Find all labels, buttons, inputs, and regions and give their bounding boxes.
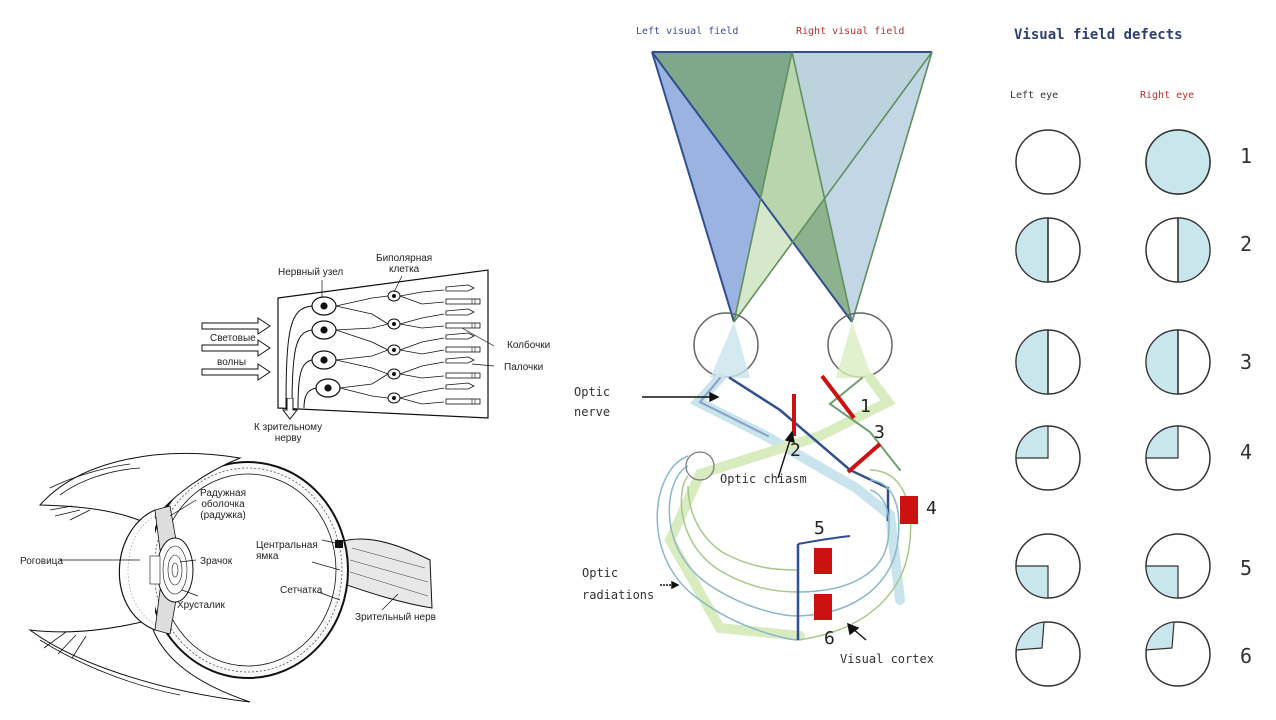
right-visual-field-label: Right visual field [796,26,905,37]
defect-circle-right-1 [1145,129,1211,195]
visual-pathway-diagram: Left visual field Right visual field Opt… [570,0,990,720]
eye-anatomy-panel: Нервный узел Биполярная клетка Световые … [0,0,570,720]
lesion-6 [814,594,832,620]
lesion-4 [900,496,918,524]
label-light-waves-2: волны [217,357,247,368]
left-eye-header: Left eye [1010,90,1059,101]
defect-circle-left-5 [1015,533,1081,599]
defect-circle-right-3 [1145,329,1211,395]
lesions [792,374,918,620]
optic-nerve-label: Optic nerve [574,385,611,419]
defect-circle-left-4 [1015,425,1081,491]
defect-circle-left-2 [1015,217,1081,283]
defects-grid [1015,129,1211,687]
lesion-number-5: 5 [814,518,825,539]
label-nerve-node: Нервный узел [278,267,344,278]
lesion-3 [846,442,882,474]
defect-circle-right-6 [1145,621,1211,687]
lesion-1 [820,374,856,420]
label-bipolar-cell: Биполярная клетка [376,253,433,275]
defect-circle-left-1 [1015,129,1081,195]
retina-inset-diagram [272,268,494,430]
defect-circle-right-4 [1145,425,1211,491]
label-to-optic-nerve: К зрительному нерву [254,422,323,444]
label-cornea: Роговица [20,556,63,567]
right-field-to-right-eye [792,52,932,322]
label-rods: Палочки [504,362,544,373]
label-iris: Радужная оболочка (радужка) [200,488,247,521]
lesion-number-3: 3 [874,422,885,443]
defect-circle-left-6 [1015,621,1081,687]
lesion-5 [814,548,832,574]
visual-field-defects-panel: Visual field defects Left eye Right eye … [990,0,1276,720]
label-optic-nerve-ru: Зрительный нерв [355,612,436,623]
defect-row-number-5: 5 [1240,556,1253,580]
eyeball-cross-section [0,440,440,715]
label-lens: Хрусталик [177,600,225,611]
lesion-number-2: 2 [790,440,801,461]
defect-row-number-6: 6 [1240,644,1253,668]
defects-title: Visual field defects [1014,27,1183,43]
optic-radiations-label: Optic radiations [582,566,655,602]
light-waves-arrows [201,317,271,381]
defect-circle-right-5 [1145,533,1211,599]
defect-row-number-3: 3 [1240,350,1253,374]
visual-cortex-label: Visual cortex [840,652,934,666]
right-eye-header: Right eye [1140,90,1195,101]
left-visual-field-label: Left visual field [636,26,739,37]
label-cones: Колбочки [507,340,551,351]
defect-row-number-1: 1 [1240,144,1253,168]
label-pupil: Зрачок [200,556,233,567]
lesion-number-4: 4 [926,498,937,519]
defect-circle-left-3 [1015,329,1081,395]
defect-row-number-4: 4 [1240,440,1253,464]
defect-row-number-2: 2 [1240,232,1253,256]
to-nerve-arrow [282,398,298,420]
optic-chiasm-label: Optic chiasm [720,472,807,486]
defect-circle-right-2 [1145,217,1211,283]
label-retina: Сетчатка [280,585,323,596]
lesion-number-6: 6 [824,628,835,649]
lesion-number-1: 1 [860,396,871,417]
label-light-waves-1: Световые [210,333,256,344]
label-fovea: Центральная ямка [256,540,318,562]
